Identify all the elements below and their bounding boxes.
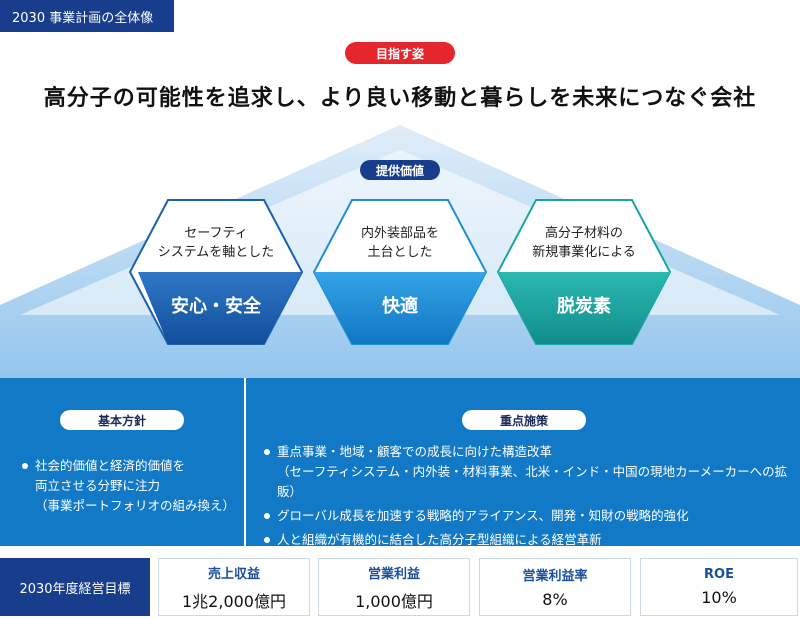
value-label: 提供価値 (360, 160, 440, 180)
measures-item-1-sub: （セーフティシステム・内外装・材料事業、北米・インド・中国の現地カーメーカーへの… (277, 464, 788, 499)
measures-item-3: 人と組織が有機的に結合した高分子型組織による経営革新 (264, 530, 794, 550)
hex-comfort-title: 快適 (382, 296, 418, 317)
measures-list: 重点事業・地域・顧客での成長に向けた構造改革 （セーフティシステム・内外装・材料… (264, 442, 794, 550)
hexagon-safety (128, 199, 304, 345)
policy-list: 社会的価値と経済的価値を 両立させる分野に注力 （事業ポートフォリオの組み換え） (22, 456, 242, 516)
kpi-operating-profit: 営業利益 1,000億円 (318, 558, 470, 616)
hex-decarbon-caption: 高分子材料の 新規事業化による (532, 226, 636, 260)
measures-title: 重点施策 (462, 410, 586, 430)
page-tag: 2030 事業計画の全体像 (0, 0, 174, 32)
kpi-operating-margin: 営業利益率 8% (479, 558, 631, 616)
measures-item-2: グローバル成長を加速する戦略的アライアンス、開発・知財の戦略的強化 (264, 506, 794, 526)
measures-panel-bg (246, 378, 800, 546)
goals-label: 2030年度経営目標 (0, 558, 150, 616)
hex-safety-caption: セーフティ システムを軸とした (157, 226, 275, 260)
hexagon-decarbon (496, 199, 672, 345)
policy-title: 基本方針 (60, 410, 184, 430)
hex-comfort-caption: 内外装部品を 土台とした (360, 226, 439, 260)
kpi-revenue: 売上収益 1兆2,000億円 (158, 558, 310, 616)
measures-item-1: 重点事業・地域・顧客での成長に向けた構造改革 (264, 442, 794, 462)
policy-panel-bg (0, 378, 244, 546)
kpi-roe: ROE 10% (640, 558, 798, 616)
hex-decarbon-title: 脱炭素 (557, 296, 611, 317)
hexagon-comfort (312, 199, 488, 345)
aim-label: 目指す姿 (345, 42, 455, 64)
policy-item: 社会的価値と経済的価値を (22, 456, 242, 476)
headline: 高分子の可能性を追求し、より良い移動と暮らしを未来につなぐ会社 (43, 86, 757, 111)
hex-safety-title: 安心・安全 (171, 296, 261, 317)
